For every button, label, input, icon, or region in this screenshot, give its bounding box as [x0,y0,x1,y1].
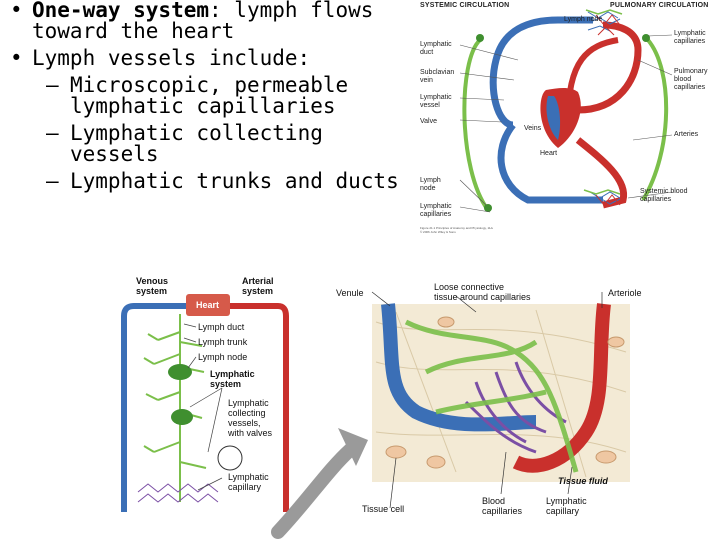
bullet-one-way: • One-way system: lymph flows toward the… [6,0,406,42]
label-lymphatic-capillaries-left: Lymphatic capillaries [420,203,452,218]
label-lymphatic-capillary: Lymphatic capillary [228,472,269,492]
sub-bullet-text: Lymphatic collecting vessels [70,121,323,166]
label-lymphatic-capillary-bed: Lymphatic capillary [546,496,587,516]
label-lymph-node-bottom: Lymph node [420,177,441,192]
label-pulmonary-blood-capillaries: Pulmonary blood capillaries [674,68,708,91]
label-collecting-vessels: Lymphatic collecting vessels, with valve… [228,398,273,438]
lymph-system-diagram [121,294,289,512]
label-valve: Valve [420,118,437,125]
label-lymphatic-vessel: Lymphatic vessel [420,94,452,109]
label-lymphatic-system: Lymphatic system [210,369,255,389]
label-blood-capillaries: Blood capillaries [482,496,523,516]
sub-bullet-text: Lymphatic trunks and ducts [70,169,399,193]
bullet-dot: • [10,46,23,70]
label-arteries: Arteries [674,131,699,138]
label-subclavian-vein: Subclavian vein [420,69,455,84]
label-lymphatic-capillaries-right: Lymphatic capillaries [674,30,706,45]
capillary-bed-diagram [371,291,627,509]
sub-bullet-capillaries: – Microscopic, permeable lymphatic capil… [46,73,349,118]
sub-bullet-text: Microscopic, permeable lymphatic capilla… [70,73,349,118]
label-heart: Heart [540,150,558,157]
label-lymph-node: Lymph node [198,352,248,362]
label-tissue-fluid: Tissue fluid [558,476,608,486]
sub-bullet-collecting: – Lymphatic collecting vessels [46,121,323,166]
bullet-one-way-bold: One-way system [32,0,210,22]
label-systemic-blood-capillaries: Systemic blood capillaries [640,188,688,203]
sub-bullet-trunks: – Lymphatic trunks and ducts [46,169,399,193]
label-venule: Venule [336,288,364,298]
label-heart-box: Heart [196,300,220,310]
circulation-diagram [459,9,673,213]
label-lymph-trunk: Lymph trunk [198,337,248,347]
systemic-circulation-header: SYSTEMIC CIRCULATION [420,2,510,9]
label-lymph-duct: Lymph duct [198,322,245,332]
bullet-vessels-text: Lymph vessels include: [32,46,311,70]
label-lymphatic-duct: Lymphatic duct [420,41,452,56]
label-lymph-node-top: Lymph node [564,16,603,23]
label-venous-system: Venous system [136,276,169,296]
connector-arrow [271,428,368,539]
figure-credit: Figure 21.1 Principles of Anatomy and Ph… [420,226,494,234]
label-loose-connective-tissue: Loose connective tissue around capillari… [434,282,531,302]
label-arterial-system: Arterial system [242,276,274,296]
bullet-one-way-rest: : lymph flows toward the heart [32,0,374,43]
pulmonary-circulation-header: PULMONARY CIRCULATION [610,2,709,9]
capillary-bed-figure: Venule Loose connective tissue around ca… [336,282,716,522]
bullet-vessels: • Lymph vessels include: [6,48,406,69]
label-arteriole: Arteriole [608,288,642,298]
tissue-background [372,304,630,482]
lymph-system-figure: Venous system Arterial system Heart Lymp… [118,272,340,512]
circulation-figure: SYSTEMIC CIRCULATION PULMONARY CIRCULATI… [418,0,718,240]
bullet-list: • One-way system: lymph flows toward the… [6,0,406,198]
label-tissue-cell: Tissue cell [362,504,405,514]
label-veins: Veins [524,125,542,132]
bullet-dot: • [10,0,23,22]
